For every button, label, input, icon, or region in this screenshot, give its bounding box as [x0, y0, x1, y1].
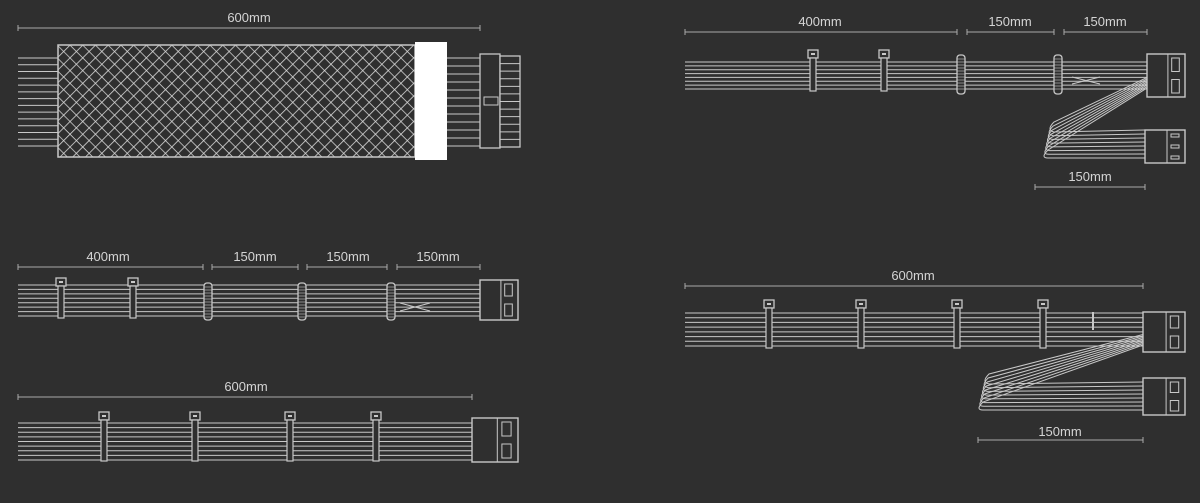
branch-wire	[1047, 80, 1148, 140]
connector-latch-clip	[483, 96, 499, 106]
cable-tie-strap	[809, 57, 817, 92]
cpu-8pin-connector-pin	[501, 421, 512, 437]
cable-tie-slot	[811, 53, 815, 55]
cable-tie-slot	[1041, 303, 1045, 305]
peripheral-connector	[479, 279, 519, 321]
cable-tie-strap	[57, 285, 65, 319]
dim-label-c4-600mm: 600mm	[224, 379, 267, 394]
wire-crossover	[399, 302, 431, 312]
cable-tie-strap	[372, 419, 380, 462]
pcie-connector-main-pin	[1171, 79, 1180, 94]
cable-comb-clip	[956, 54, 966, 95]
pcie-connector-branch	[1144, 129, 1186, 164]
heat-shrink-sleeve	[415, 42, 447, 160]
branch-wire	[981, 340, 1144, 400]
atx-24pin-connector-latch	[479, 53, 501, 149]
cable-comb-clip	[386, 282, 396, 321]
dim-label-c3-400mm: 400mm	[86, 249, 129, 264]
pcie-connector-main-pin	[1171, 57, 1180, 72]
branch-wire	[981, 338, 1144, 396]
cable-comb-clip	[297, 282, 307, 321]
cpu-8pin-connector	[471, 417, 519, 463]
pcie-connector-branch-pin	[1170, 155, 1180, 160]
pcie-connector-branch-pin	[1170, 144, 1180, 149]
cable-tie-strap	[857, 307, 865, 349]
dim-label-c3-150mm-b: 150mm	[326, 249, 369, 264]
pcie-8pin-connector-a-pin	[1169, 315, 1180, 329]
cable-tie-slot	[59, 281, 63, 283]
cable-tie-strap	[880, 57, 888, 92]
cable-tie-strap	[286, 419, 294, 462]
branch-wire	[1045, 84, 1148, 152]
branch-wire	[1046, 81, 1148, 144]
cable-tie-strap	[765, 307, 773, 349]
pcie-8pin-connector-b-pin	[1169, 381, 1180, 393]
cable-comb-clip	[203, 282, 213, 321]
peripheral-connector-pin	[504, 303, 513, 317]
branch-wire	[979, 343, 1144, 407]
cable-tie-strap	[1039, 307, 1047, 349]
cable-tie-slot	[193, 415, 197, 417]
cable-tie-slot	[288, 415, 292, 417]
branch-wire	[1043, 87, 1148, 159]
cable-tie-slot	[882, 53, 886, 55]
dim-label-c3-150mm-c: 150mm	[416, 249, 459, 264]
branch-wire	[982, 337, 1144, 392]
branch-wire	[984, 334, 1144, 385]
pcie-8pin-connector-a	[1142, 311, 1186, 353]
branch-wire	[983, 335, 1144, 389]
cable-tie-slot	[131, 281, 135, 283]
dim-label-c1-600mm: 600mm	[227, 10, 270, 25]
cable-tie-slot	[859, 303, 863, 305]
wire-crossover	[1071, 76, 1101, 85]
cable-comb-clip	[1053, 54, 1063, 95]
cable-tie-slot	[767, 303, 771, 305]
cable-tie-slot	[955, 303, 959, 305]
cable-tie-strap	[953, 307, 961, 349]
cable-tie-slot	[102, 415, 106, 417]
dim-label-c2-150mm-b: 150mm	[1083, 14, 1126, 29]
dim-label-c2-150mm-branch: 150mm	[1068, 169, 1111, 184]
pcie-8pin-connector-a-pin	[1169, 335, 1180, 349]
cpu-8pin-connector-pin	[501, 443, 512, 459]
dim-label-c5-600mm: 600mm	[891, 268, 934, 283]
cable-tie-strap	[191, 419, 199, 462]
pcie-connector-branch-pin	[1170, 133, 1180, 138]
peripheral-connector-pin	[504, 283, 513, 297]
pcie-connector-main	[1146, 53, 1186, 98]
branch-wire	[1048, 78, 1148, 137]
pcie-8pin-connector-b-pin	[1169, 400, 1180, 412]
branch-wire	[1044, 86, 1148, 155]
branch-wire	[980, 341, 1144, 404]
dim-label-c3-150mm-a: 150mm	[233, 249, 276, 264]
branch-wire	[1046, 83, 1148, 148]
branch-wire	[978, 344, 1144, 411]
cable-tie-slot	[374, 415, 378, 417]
pcie-8pin-connector-b	[1142, 377, 1186, 416]
dim-label-c2-150mm-a: 150mm	[988, 14, 1031, 29]
cable-tie-strap	[129, 285, 137, 319]
dim-label-c2-400mm: 400mm	[798, 14, 841, 29]
mesh-sleeve	[57, 44, 416, 158]
cable-tie-strap	[100, 419, 108, 462]
dim-label-c5-150mm: 150mm	[1038, 424, 1081, 439]
branch-wire	[1049, 77, 1148, 133]
